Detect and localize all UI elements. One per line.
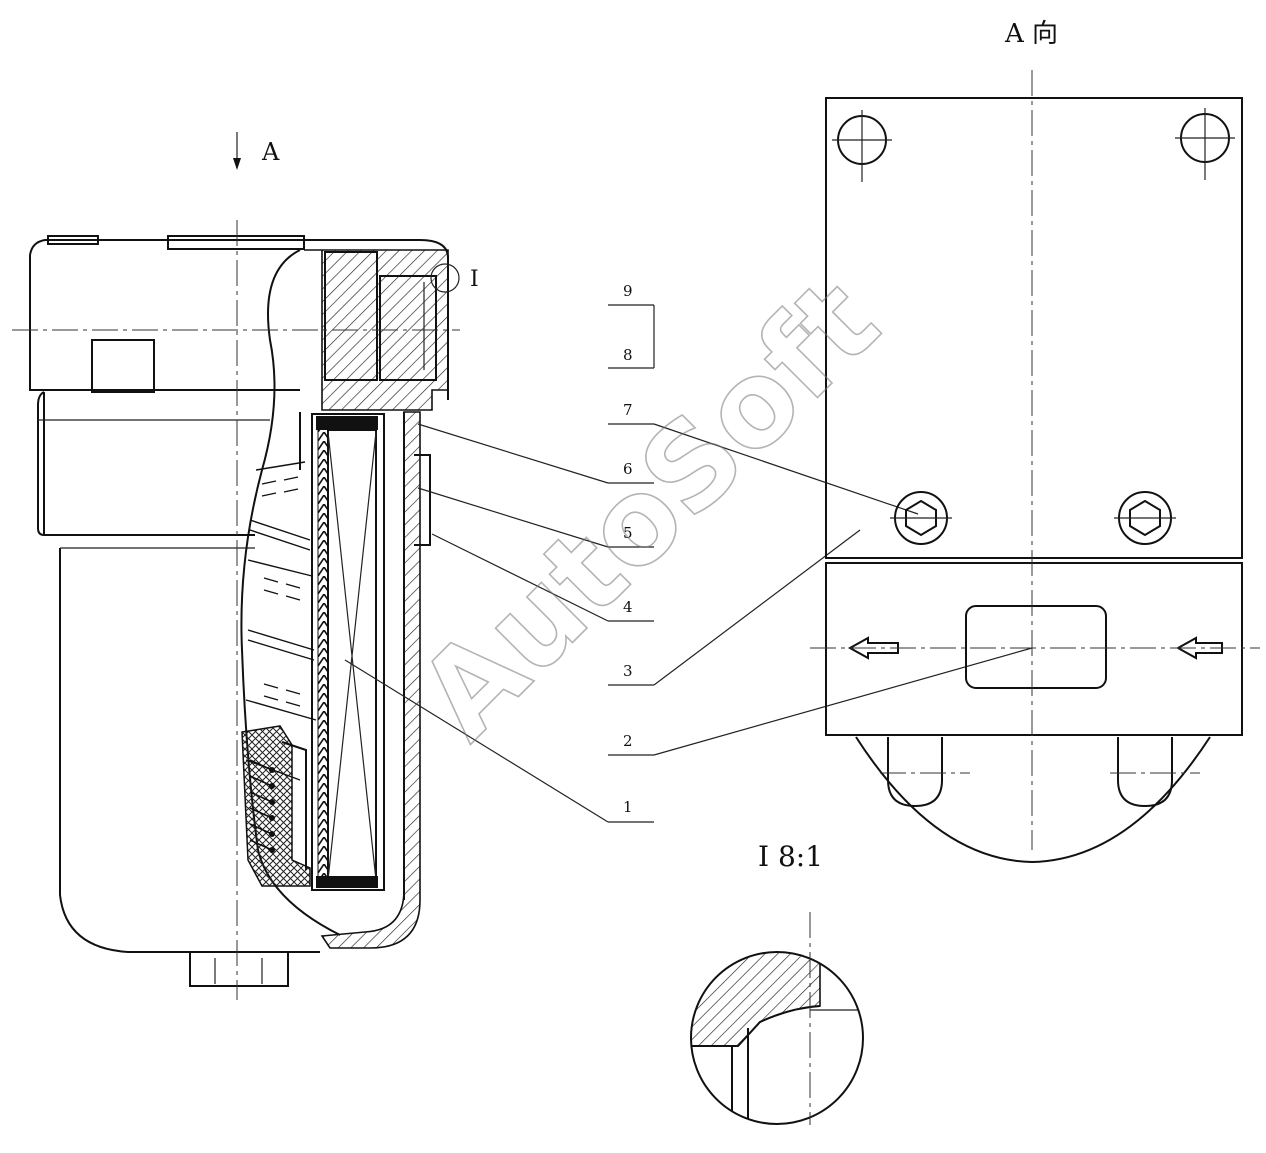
bypass-valve — [241, 725, 311, 887]
flow-arrow-in — [1175, 636, 1223, 660]
view-a: A 向 — [810, 19, 1260, 864]
callout-6: 6 — [623, 460, 633, 478]
section-view: A — [12, 132, 479, 1000]
support-tube — [245, 461, 317, 781]
section-arrow-label: A — [261, 138, 280, 166]
callout-1: 1 — [623, 798, 633, 816]
svg-text:I: I — [470, 267, 479, 292]
mounting-hole-top-left — [832, 110, 892, 182]
callout-2: 2 — [623, 732, 633, 750]
callout-group: 9 8 7 6 5 4 3 2 1 — [344, 282, 1033, 823]
inlet-port — [324, 251, 378, 381]
mounting-flange — [37, 391, 255, 536]
bowl-wall-hatch — [320, 411, 421, 949]
filter-element — [311, 413, 385, 891]
section-arrow-a: A — [233, 132, 280, 170]
callout-4: 4 — [623, 598, 633, 616]
filter-bowl — [59, 548, 320, 953]
callout-3: 3 — [623, 662, 633, 680]
head-cap-mid — [167, 235, 305, 250]
head-boss — [91, 339, 155, 393]
detail-view: I 8:1 — [690, 840, 864, 1125]
callout-5: 5 — [623, 524, 633, 542]
head-cap-left — [47, 235, 99, 245]
watermark-text: AutoSoft — [392, 252, 904, 764]
drain-plug — [189, 951, 289, 987]
mounting-hole-top-right — [1175, 108, 1235, 180]
view-a-port-block — [825, 562, 1243, 736]
callout-7: 7 — [623, 401, 633, 419]
flow-arrow-out — [847, 636, 899, 660]
outlet-port — [379, 275, 437, 381]
view-a-head-plate — [825, 97, 1243, 559]
detail-title: I 8:1 — [758, 840, 823, 873]
view-a-bowl — [855, 736, 1211, 864]
bolt-left — [890, 491, 952, 545]
callout-9: 9 — [623, 282, 633, 300]
detail-marker-i: I — [430, 263, 479, 293]
view-a-title: A 向 — [1004, 19, 1058, 49]
port-window — [965, 605, 1107, 689]
callout-8: 8 — [623, 346, 633, 364]
bolt-right — [1114, 491, 1176, 545]
